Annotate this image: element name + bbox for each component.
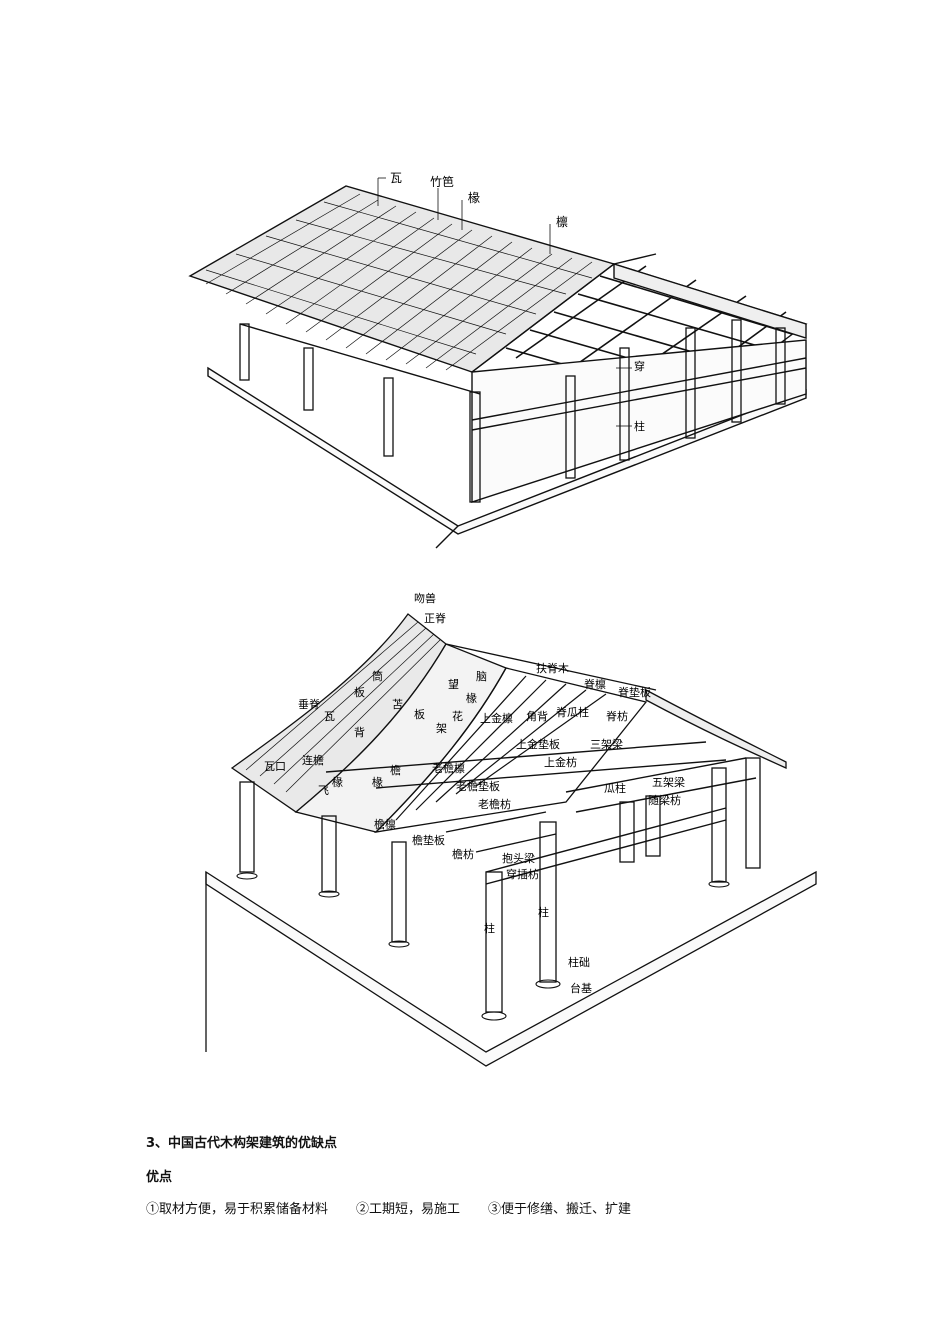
frame-lines <box>188 177 808 549</box>
label-shangjindianban: 上金垫板 <box>516 737 560 751</box>
label-zhu-2: 柱 <box>484 921 495 935</box>
label-yanlin: 檐檩 <box>374 817 396 831</box>
label-wang: 望 <box>448 678 459 691</box>
label-taiji: 台基 <box>570 981 592 995</box>
label-zhengji: 正脊 <box>424 611 446 625</box>
label-nao: 脑 <box>476 670 487 683</box>
label-chuan-3: 椽 <box>372 776 383 789</box>
label-ban-2: 板 <box>414 707 425 721</box>
label-yan: 檐 <box>390 763 401 777</box>
label-wujialiang: 五架梁 <box>652 775 685 789</box>
label-chuiji: 垂脊 <box>298 697 320 711</box>
label-laoyanlin: 老檐檩 <box>432 761 465 775</box>
timber-frame-drawing-bottom: 吻兽 正脊 垂脊 筒 板 瓦 背 苫 板 望 脑 椽 花 架 扶脊木 脊檩 脊垫… <box>205 591 817 1067</box>
label-yanfang: 檐枋 <box>452 847 474 861</box>
label-laoyanfang: 老檐枋 <box>478 797 511 811</box>
label-jiaobei: 角背 <box>526 709 548 723</box>
label-shangjinfang: 上金枋 <box>544 755 577 769</box>
label-tong: 筒 <box>372 669 383 683</box>
label-wa: 瓦 <box>390 171 402 185</box>
advantages-heading: 优点 <box>146 1170 173 1185</box>
advantages-list: ①取材方便，易于积累储备材料 ②工期短，易施工 ③便于修缮、搬迁、扩建 <box>146 1198 631 1217</box>
label-jiguazhu: 脊瓜柱 <box>556 705 589 719</box>
label-yandianban: 檐垫板 <box>412 833 445 847</box>
label-chuan: 椽 <box>468 191 480 205</box>
advantage-point-2: ②工期短，易施工 <box>356 1202 461 1217</box>
advantage-point-1: ①取材方便，易于积累储备材料 <box>146 1202 329 1217</box>
label-lianyan: 连檐 <box>302 753 324 767</box>
label-suiliangfang: 随梁枋 <box>648 793 681 807</box>
frame-lines-bottom <box>205 613 817 1067</box>
label-laoyandianban: 老檐垫板 <box>456 779 500 793</box>
timber-frame-drawing-top: 瓦 竹笆 椽 檩 穿 柱 <box>188 171 808 549</box>
advantage-point-3: ③便于修缮、搬迁、扩建 <box>488 1202 632 1217</box>
timber-frame-illustration-top: 瓦 竹笆 椽 檩 穿 柱 <box>146 158 838 568</box>
label-jidianban: 脊垫板 <box>618 685 651 699</box>
label-ban-1: 板 <box>354 685 365 699</box>
label-chuan-1: 椽 <box>466 692 477 705</box>
label-chuan-beam: 穿 <box>634 359 645 373</box>
label-sanjialiang: 三架梁 <box>590 737 623 751</box>
label-bei: 背 <box>354 725 365 739</box>
label-zhu: 柱 <box>634 419 645 433</box>
label-fujimu: 扶脊木 <box>536 661 569 675</box>
label-lin: 檩 <box>556 214 568 229</box>
label-zhuba: 竹笆 <box>430 174 454 189</box>
label-baotouliang: 抱头梁 <box>502 851 535 865</box>
section-title: 3、中国古代木构架建筑的优缺点 <box>146 1136 338 1151</box>
label-wa: 瓦 <box>324 710 335 723</box>
label-wakou: 瓦口 <box>264 760 286 773</box>
timber-frame-illustration-bottom: 吻兽 正脊 垂脊 筒 板 瓦 背 苫 板 望 脑 椽 花 架 扶脊木 脊檩 脊垫… <box>146 572 838 1114</box>
label-jilin: 脊檩 <box>584 677 606 691</box>
label-chuan-2: 椽 <box>332 776 343 789</box>
label-wenshou: 吻兽 <box>414 591 436 605</box>
label-zhuchu: 柱础 <box>568 955 590 969</box>
label-jia: 架 <box>436 722 447 735</box>
label-shangjinlin: 上金檩 <box>480 711 513 725</box>
label-hua: 花 <box>452 710 463 723</box>
label-chuanchafang: 穿插枋 <box>506 867 539 881</box>
label-guazhu: 瓜柱 <box>604 781 626 795</box>
label-fei: 飞 <box>318 784 329 797</box>
label-shan: 苫 <box>392 698 403 711</box>
label-jifang: 脊枋 <box>606 709 628 723</box>
label-zhu-1: 柱 <box>538 905 549 919</box>
